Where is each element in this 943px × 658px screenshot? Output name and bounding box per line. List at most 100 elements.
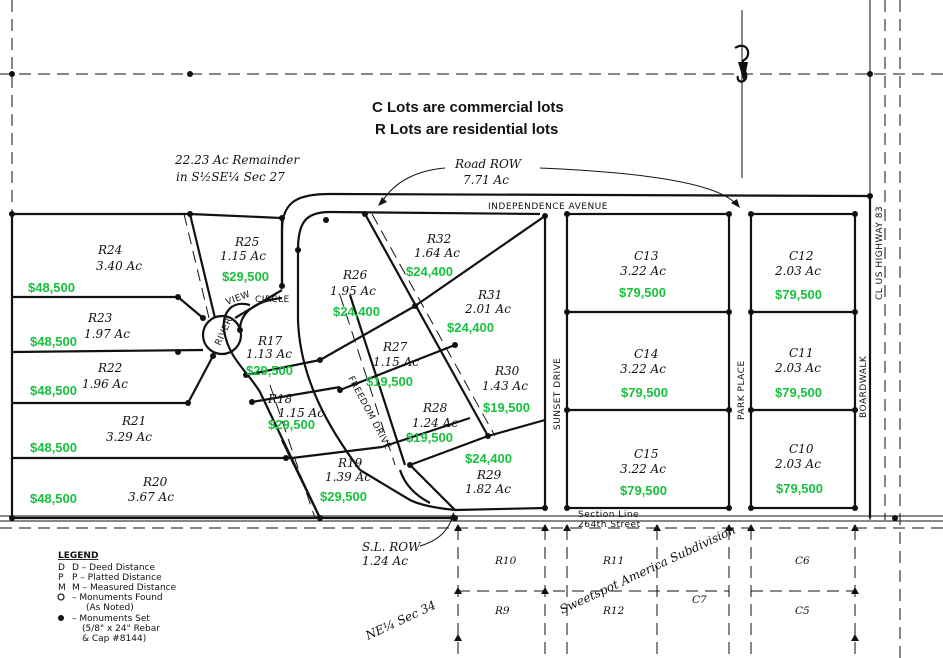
lot-id-r19: R19 xyxy=(337,456,363,470)
lot-id-c10: C10 xyxy=(789,442,814,456)
section-line-label: Section Line xyxy=(578,510,639,520)
lot-price-r18: $29,500 xyxy=(268,417,315,432)
subdivision-label: Sweetspot America Subdivision xyxy=(557,523,737,617)
lot-id-r23: R23 xyxy=(87,311,113,325)
legend: LEGEND D P M D – Deed Distance P – Platt… xyxy=(57,551,177,644)
south-lot-label: C5 xyxy=(795,605,810,617)
lot-price-r22: $48,500 xyxy=(30,383,77,398)
lot-id-r20: R20 xyxy=(142,475,168,489)
lot-price-r17: $29,500 xyxy=(246,363,293,378)
lot-price-r20: $48,500 xyxy=(30,491,77,506)
lot-id-r32: R32 xyxy=(426,232,451,246)
south-lot-label: C7 xyxy=(692,594,707,606)
lot-acres-c15: 3.22 Ac xyxy=(620,462,666,476)
legend-item: P xyxy=(58,573,64,583)
lot-id-r17: R17 xyxy=(257,334,283,348)
sl-row-acres: 1.24 Ac xyxy=(362,554,408,568)
road-independence: INDEPENDENCE AVENUE xyxy=(488,202,608,212)
note-residential: R Lots are residential lots xyxy=(375,121,558,138)
lot-acres-r29: 1.82 Ac xyxy=(465,482,511,496)
legend-item: (5/8" x 24" Rebar xyxy=(82,624,160,634)
legend-item: – Monuments Set xyxy=(72,614,150,624)
lot-id-r18: R18 xyxy=(267,392,293,406)
legend-item: – Monuments Found xyxy=(72,593,163,603)
road-river-view-3: CIRCLE xyxy=(255,295,290,305)
lot-price-c11: $79,500 xyxy=(775,385,822,400)
lot-acres-r17: 1.13 Ac xyxy=(246,347,292,361)
lot-id-c13: C13 xyxy=(634,249,659,263)
monument-found-icon xyxy=(57,593,65,601)
lot-id-c14: C14 xyxy=(634,347,658,361)
remainder-label: 22.23 Ac Remainder xyxy=(174,153,300,167)
road-row-label: Road ROW xyxy=(454,157,523,171)
lot-price-c15: $79,500 xyxy=(620,483,667,498)
lot-acres-r23: 1.97 Ac xyxy=(84,327,130,341)
road-boardwalk: BOARDWALK xyxy=(859,355,869,418)
lot-price-r25: $29,500 xyxy=(222,269,269,284)
lot-price-r30: $19,500 xyxy=(483,400,530,415)
lot-price-c13: $79,500 xyxy=(619,285,666,300)
lot-price-r24: $48,500 xyxy=(28,280,75,295)
lot-acres-r19: 1.39 Ac xyxy=(325,470,371,484)
lot-acres-c13: 3.22 Ac xyxy=(620,264,666,278)
south-lot-label: R11 xyxy=(602,555,624,567)
lot-acres-r28: 1.24 Ac xyxy=(412,416,458,430)
highway-label: CL US HIGHWAY 83 xyxy=(875,206,885,300)
lot-price-r19: $29,500 xyxy=(320,489,367,504)
lot-acres-r18: 1.15 Ac xyxy=(278,406,324,420)
lot-price-r28: $19,500 xyxy=(406,430,453,445)
lot-id-r25: R25 xyxy=(234,235,259,249)
lot-acres-r24: 3.40 Ac xyxy=(96,259,142,273)
lot-price-c14: $79,500 xyxy=(621,385,668,400)
legend-item: P – Platted Distance xyxy=(72,573,162,583)
lot-price-c10: $79,500 xyxy=(776,481,823,496)
lot-acres-r21: 3.29 Ac xyxy=(106,430,152,444)
legend-item: M xyxy=(58,583,66,593)
lot-price-r21: $48,500 xyxy=(30,440,77,455)
lot-price-c12: $79,500 xyxy=(775,287,822,302)
lot-acres-r20: 3.67 Ac xyxy=(128,490,174,504)
monuments-set xyxy=(9,71,898,521)
lot-id-r26: R26 xyxy=(342,268,368,282)
lot-acres-r31: 2.01 Ac xyxy=(464,302,511,316)
lot-acres-c12: 2.03 Ac xyxy=(774,264,821,278)
south-lot-label: R12 xyxy=(602,605,625,617)
subdivision-boundaries xyxy=(10,167,872,547)
note-commercial: C Lots are commercial lots xyxy=(372,99,564,116)
road-river-view-1: RIVER xyxy=(214,316,236,347)
legend-item: M – Measured Distance xyxy=(72,583,177,593)
lot-acres-c11: 2.03 Ac xyxy=(774,361,821,375)
south-subdivision xyxy=(454,524,859,658)
lot-id-r28: R28 xyxy=(422,401,448,415)
south-lot-labels: R10 R11 C6 R9 R12 C7 C5 xyxy=(494,555,810,617)
south-lot-label: R10 xyxy=(494,555,517,567)
legend-title: LEGEND xyxy=(58,551,98,561)
lot-id-r29: R29 xyxy=(476,468,502,482)
road-park: PARK PLACE xyxy=(737,360,747,420)
lot-id-r21: R21 xyxy=(121,414,146,428)
lot-id-r31: R31 xyxy=(477,288,502,302)
lot-acres-r26: 1.95 Ac xyxy=(330,284,376,298)
lot-acres-r30: 1.43 Ac xyxy=(482,379,528,393)
lot-price-r31: $24,400 xyxy=(447,320,494,335)
street-label: 264th Street xyxy=(578,520,641,530)
lot-id-c15: C15 xyxy=(634,447,658,461)
monument-set-icon xyxy=(58,615,64,621)
lot-acres-r27: 1.15 Ac xyxy=(373,355,419,369)
sl-row-label: S.L. ROW xyxy=(362,540,422,554)
road-row-acres: 7.71 Ac xyxy=(463,173,509,187)
lot-acres-r25: 1.15 Ac xyxy=(220,249,266,263)
legend-item: & Cap #8144) xyxy=(82,634,146,644)
lot-price-r26: $24,400 xyxy=(333,304,380,319)
road-sunset: SUNSET DRIVE xyxy=(553,358,563,430)
legend-item: D – Deed Distance xyxy=(72,563,156,573)
lot-id-c12: C12 xyxy=(789,249,813,263)
lot-price-r29: $24,400 xyxy=(465,451,512,466)
lot-id-r30: R30 xyxy=(494,364,520,378)
north-arrow-icon xyxy=(734,10,750,178)
lot-id-r27: R27 xyxy=(382,340,408,354)
lot-acres-c14: 3.22 Ac xyxy=(620,362,666,376)
lot-id-r24: R24 xyxy=(97,243,122,257)
